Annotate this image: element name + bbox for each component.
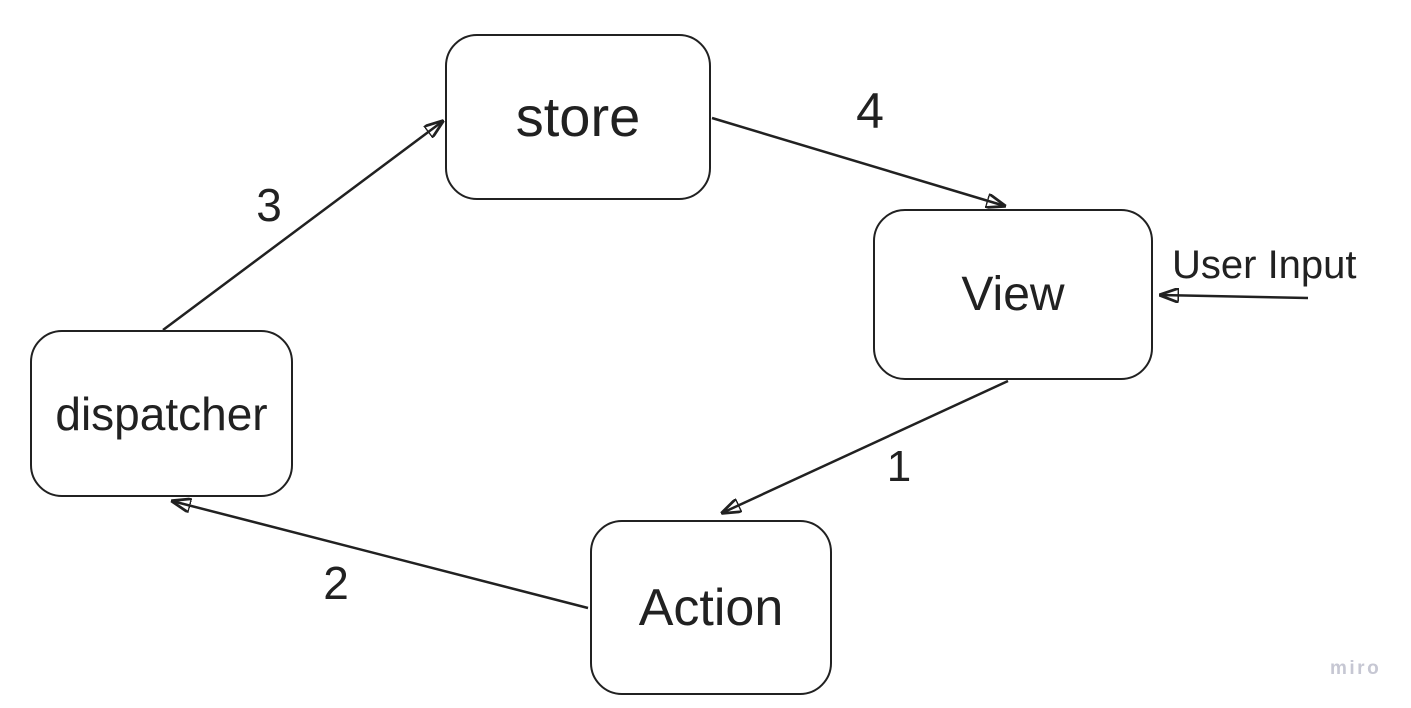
node-store[interactable]: store [445, 34, 711, 200]
connector-view-to-action-arrow[interactable] [722, 379, 1009, 513]
node-view[interactable]: View [873, 209, 1153, 380]
miro-watermark-logo: miro [1330, 658, 1382, 679]
node-dispatcher-label: dispatcher [55, 387, 268, 440]
node-action-label: Action [638, 578, 784, 637]
edge-label-view-to-action[interactable]: 1 [886, 442, 912, 491]
node-dispatcher[interactable]: dispatcher [30, 330, 293, 497]
connector-user-input-to-view-arrow[interactable] [1160, 295, 1309, 298]
edge-label-action-to-dispatcher[interactable]: 2 [323, 557, 349, 609]
edge-label-store-to-view[interactable]: 4 [856, 83, 884, 139]
connector-store-to-view-arrow[interactable] [711, 116, 1005, 206]
connector-action-to-dispatcher-arrow[interactable] [172, 501, 589, 610]
node-view-label: View [961, 267, 1065, 321]
node-action[interactable]: Action [590, 520, 832, 695]
user-input-label[interactable]: User Input [1172, 243, 1357, 287]
edge-label-dispatcher-to-store[interactable]: 3 [256, 179, 282, 231]
node-store-label: store [515, 85, 641, 148]
connector-dispatcher-to-store-arrow[interactable] [162, 121, 443, 332]
